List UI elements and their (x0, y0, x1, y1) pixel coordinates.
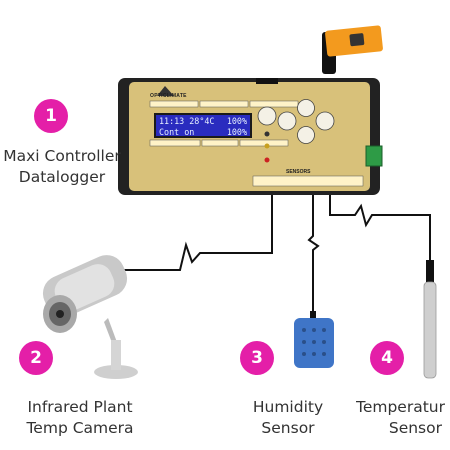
caption-camera-line2: Temp Camera (26, 419, 134, 437)
camera-cable (120, 190, 273, 271)
caption-camera: Infrared Plant Temp Camera (10, 397, 150, 439)
cables (120, 190, 431, 313)
temperature-probe (423, 260, 437, 379)
humidity-sensor (294, 311, 334, 368)
caption-humidity-line1: Humidity (252, 398, 324, 416)
lcd-display: 11:13 28°4C 100% Cont on 100% (154, 113, 252, 138)
badge-4: 4 (370, 341, 404, 375)
caption-controller: Maxi Controller Datalogger (0, 146, 132, 188)
caption-temperature-line1: Temperatur (356, 398, 445, 416)
lcd-line2-right: 100% (226, 127, 247, 137)
caption-controller-line1: Maxi Controller (3, 147, 121, 165)
caption-controller-line2: Datalogger (18, 168, 106, 186)
caption-temperature: Temperatur Sensor (356, 397, 450, 439)
infrared-camera (42, 255, 138, 379)
caption-camera-line1: Infrared Plant (27, 398, 133, 416)
lcd-line2-left: Cont on (159, 127, 195, 137)
usb-stick (322, 25, 383, 74)
lcd-line1-left: 11:13 28°4C (159, 116, 215, 126)
badge-1: 1 (34, 99, 68, 133)
controller-brand: OPTICLIMATE (150, 93, 187, 99)
caption-humidity: Humidity Sensor (238, 397, 338, 439)
caption-temperature-line2: Sensor (388, 419, 442, 437)
temperature-cable (329, 190, 431, 262)
humidity-cable (307, 190, 320, 313)
sensors-label: SENSORS (286, 169, 311, 175)
caption-humidity-line2: Sensor (261, 419, 315, 437)
badge-3: 3 (240, 341, 274, 375)
lcd-line1-right: 100% (226, 116, 247, 126)
badge-2: 2 (19, 341, 53, 375)
